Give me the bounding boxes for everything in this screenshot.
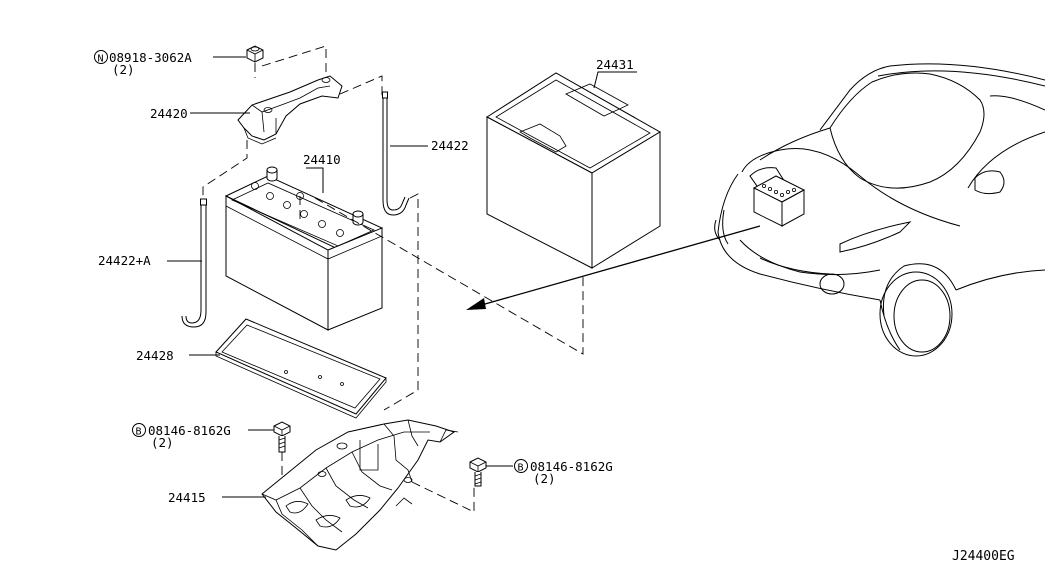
support-part-number: 24415 (168, 490, 206, 505)
rod-a-part-number: 24422+A (98, 253, 151, 268)
left-bolt-callout: B 08146-8162G (2) (132, 423, 231, 450)
left-bolt-part-number: 08146-8162G (148, 423, 231, 438)
battery-hold-bracket[interactable] (237, 75, 343, 145)
left-bolt-prefix-symbol: B (136, 427, 142, 438)
battery[interactable] (224, 166, 384, 331)
right-bolt-quantity: (2) (533, 471, 556, 486)
left-bolt-quantity: (2) (151, 435, 174, 450)
battery-tray[interactable] (215, 318, 387, 419)
bracket-part-number: 24420 (150, 106, 188, 121)
right-bolt-part[interactable] (469, 457, 487, 487)
vehicle-illustration (714, 63, 1045, 357)
left-bolt-part[interactable] (273, 421, 291, 453)
nut-quantity: (2) (112, 62, 135, 77)
cover-part-number: 24431 (596, 57, 634, 72)
nut-prefix-symbol: N (98, 54, 104, 65)
diagram-id: J24400EG (952, 549, 1015, 564)
right-bolt-callout: B 08146-8162G (2) (514, 459, 613, 486)
hold-down-rod-a[interactable] (181, 198, 207, 328)
battery-part-number: 24410 (303, 152, 341, 167)
location-arrow (466, 225, 761, 310)
right-bolt-part-number: 08146-8162G (530, 459, 613, 474)
battery-support-bracket[interactable] (261, 419, 459, 551)
right-bolt-prefix-symbol: B (518, 463, 524, 474)
rod-part-number: 24422 (431, 138, 469, 153)
nut-part[interactable] (246, 45, 264, 63)
hold-down-rod[interactable] (382, 91, 410, 216)
battery-cover[interactable] (486, 72, 661, 269)
tray-part-number: 24428 (136, 348, 174, 363)
nut-callout: N 08918-3062A (2) (94, 50, 192, 77)
nut-part-number: 08918-3062A (109, 50, 192, 65)
